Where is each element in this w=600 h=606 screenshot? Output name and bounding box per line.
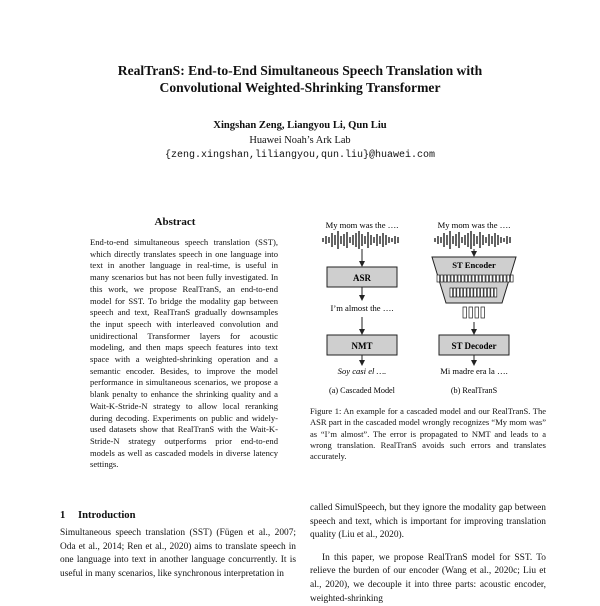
feature-block bbox=[468, 274, 472, 283]
feature-block bbox=[485, 274, 489, 283]
affiliation: Huawei Noah’s Ark Lab bbox=[249, 135, 351, 146]
st-encoder-label: ST Encoder bbox=[452, 260, 496, 270]
left-output-text: Soy casi el …. bbox=[338, 366, 387, 376]
feature-block bbox=[466, 287, 470, 298]
feature-block bbox=[493, 287, 498, 298]
st-decoder-label: ST Decoder bbox=[451, 341, 496, 351]
right-input-text: My mom was the …. bbox=[438, 220, 511, 230]
email-addresses: {zeng.xingshan,liliangyou,qun.liu}@huawe… bbox=[164, 150, 436, 161]
feature-block bbox=[468, 306, 473, 319]
right-paragraph-1: called SimulSpeech, but they ignore the … bbox=[310, 503, 546, 541]
asr-output-text: I’m almost the …. bbox=[330, 303, 393, 313]
section-heading-introduction: 1 Introduction bbox=[60, 510, 136, 521]
left-input-text: My mom was the …. bbox=[326, 220, 399, 230]
feature-block bbox=[480, 287, 484, 298]
feature-block bbox=[459, 287, 464, 298]
title-line-1: RealTranS: End-to-End Simultaneous Speec… bbox=[117, 63, 483, 78]
feature-block bbox=[471, 274, 475, 283]
feature-block bbox=[462, 306, 467, 319]
feature-block bbox=[503, 274, 507, 283]
encoder-output-features bbox=[462, 306, 485, 319]
figure-diagram: My mom was the …. ASR I’m almost the …. … bbox=[322, 220, 517, 395]
figure-1: My mom was the …. ASR I’m almost the …. … bbox=[302, 214, 552, 409]
feature-block bbox=[496, 274, 500, 283]
feature-block bbox=[456, 287, 460, 298]
feature-block bbox=[492, 274, 496, 283]
feature-block bbox=[474, 306, 479, 319]
figure-caption: Figure 1: An example for a cascaded mode… bbox=[310, 406, 546, 462]
feature-block bbox=[454, 274, 458, 283]
feature-block bbox=[487, 287, 491, 298]
feature-block bbox=[480, 306, 485, 319]
feature-block bbox=[475, 274, 479, 283]
waveform-icon bbox=[434, 231, 511, 249]
feature-block bbox=[499, 274, 503, 283]
shrunk-feature-blocks bbox=[449, 287, 498, 298]
feature-block bbox=[490, 287, 494, 298]
feature-block bbox=[464, 274, 468, 283]
nmt-label: NMT bbox=[352, 341, 373, 351]
feature-block bbox=[478, 274, 482, 283]
feature-block bbox=[449, 287, 453, 298]
right-output-text: Mi madre era la …. bbox=[440, 366, 508, 376]
right-column-text: called SimulSpeech, but they ignore the … bbox=[310, 502, 546, 606]
feature-block bbox=[436, 274, 440, 283]
feature-block bbox=[457, 274, 461, 283]
feature-block bbox=[470, 287, 474, 298]
feature-block bbox=[453, 287, 457, 298]
right-paragraph-2: In this paper, we propose RealTranS mode… bbox=[310, 552, 546, 604]
feature-block bbox=[506, 274, 510, 283]
left-subcaption: (a) Cascaded Model bbox=[329, 386, 396, 395]
feature-block bbox=[483, 287, 487, 298]
introduction-text: Simultaneous speech translation (SST) (F… bbox=[60, 528, 296, 579]
feature-block bbox=[440, 274, 444, 283]
waveform-icon bbox=[322, 231, 399, 249]
abstract-text: End-to-end simultaneous speech translati… bbox=[90, 237, 278, 470]
feature-block bbox=[489, 274, 493, 283]
feature-block bbox=[476, 287, 481, 298]
feature-block bbox=[510, 274, 514, 283]
section-number: 1 bbox=[60, 510, 66, 521]
section-title: Introduction bbox=[78, 510, 136, 521]
feature-block bbox=[473, 287, 477, 298]
authors: Xingshan Zeng, Liangyou Li, Qun Liu bbox=[213, 120, 387, 131]
asr-label: ASR bbox=[353, 273, 372, 283]
abstract-heading: Abstract bbox=[154, 216, 196, 228]
feature-block bbox=[461, 274, 465, 283]
feature-block bbox=[463, 287, 467, 298]
title-line-2: Convolutional Weighted-Shrinking Transfo… bbox=[159, 80, 441, 95]
feature-block bbox=[482, 274, 486, 283]
feature-block bbox=[447, 274, 451, 283]
right-subcaption: (b) RealTranS bbox=[451, 386, 498, 395]
feature-block bbox=[443, 274, 447, 283]
speech-feature-blocks bbox=[436, 274, 514, 283]
paper-title: RealTranS: End-to-End Simultaneous Speec… bbox=[40, 62, 560, 96]
feature-block bbox=[450, 274, 454, 283]
